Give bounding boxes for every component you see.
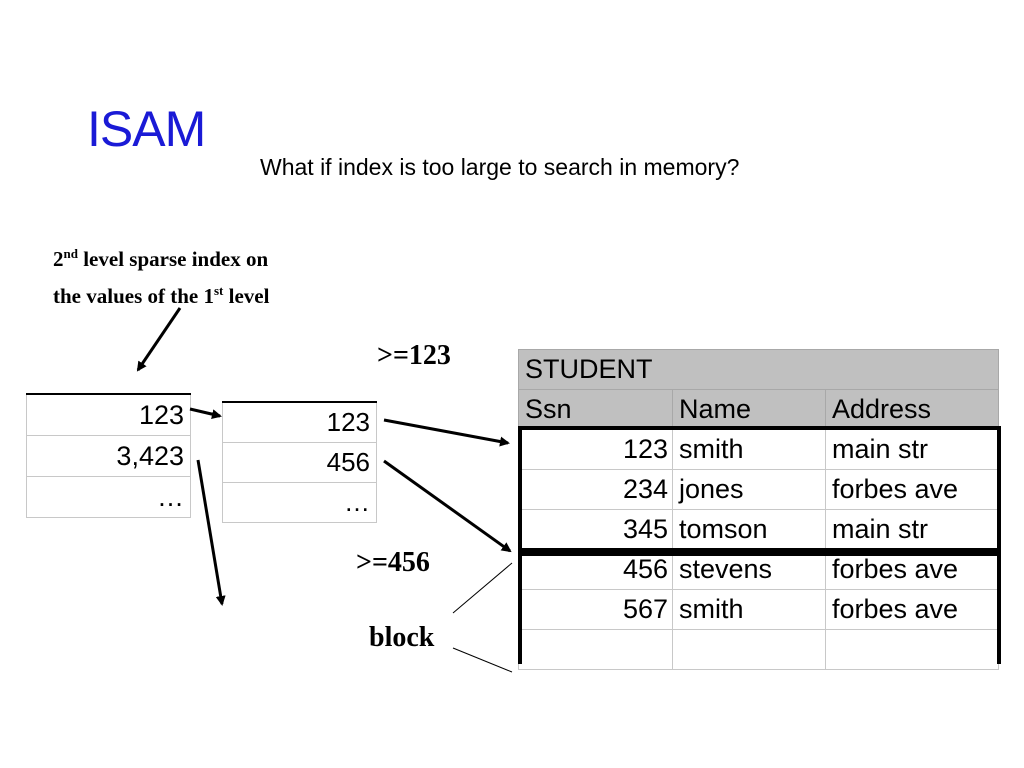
block-pointer-lower	[452, 647, 513, 673]
cell-name: tomson	[672, 509, 826, 550]
table-title-row: STUDENT	[518, 349, 999, 390]
arrow-123-to-block1	[383, 418, 510, 447]
slide-subtitle: What if index is too large to search in …	[260, 154, 740, 180]
second-level-index: 123 3,423 …	[26, 393, 191, 518]
note-line-2: the values of the 1st level	[53, 283, 270, 308]
label-ge-456: >=456	[356, 547, 430, 578]
cell-address: main str	[825, 429, 999, 470]
table-row: 123 smith main str	[518, 429, 999, 470]
table-row: 345 tomson main str	[518, 509, 999, 550]
arrow-123-to-index1	[189, 407, 222, 420]
index-row: …	[222, 482, 377, 523]
index-key: 3,423	[26, 435, 191, 477]
table-row: 567 smith forbes ave	[518, 589, 999, 630]
label-block: block	[369, 622, 435, 653]
slide-title: ISAM	[87, 101, 206, 157]
cell-name	[672, 629, 826, 670]
arrow-3423-down	[196, 459, 226, 606]
column-header-ssn: Ssn	[518, 389, 673, 430]
index-row: 123	[26, 393, 191, 436]
cell-ssn: 123	[518, 429, 673, 470]
block-outline-2	[518, 552, 1001, 664]
column-header-address: Address	[825, 389, 999, 430]
block-pointer-upper	[452, 562, 513, 614]
cell-ssn: 567	[518, 589, 673, 630]
index-row: 456	[222, 442, 377, 483]
annotation-note: 2nd level sparse index on the values of …	[53, 238, 269, 312]
column-header-name: Name	[672, 389, 826, 430]
note-line-1: 2nd level sparse index on	[53, 246, 269, 271]
table-row	[518, 629, 999, 670]
first-level-index: 123 456 …	[222, 401, 377, 523]
index-row: 3,423	[26, 435, 191, 477]
table-name: STUDENT	[518, 349, 999, 390]
index-row: 123	[222, 401, 377, 443]
index-ellipsis: …	[222, 482, 377, 523]
index-key: 456	[222, 442, 377, 483]
cell-name: smith	[672, 429, 826, 470]
index-key: 123	[222, 401, 377, 443]
index-row: …	[26, 476, 191, 518]
cell-ssn: 234	[518, 469, 673, 510]
cell-ssn: 345	[518, 509, 673, 550]
cell-name: smith	[672, 589, 826, 630]
arrow-456-to-block2	[383, 459, 512, 553]
note-arrow	[136, 307, 182, 372]
cell-address	[825, 629, 999, 670]
table-header-row: Ssn Name Address	[518, 389, 999, 430]
cell-ssn	[518, 629, 673, 670]
index-key: 123	[26, 393, 191, 436]
label-ge-123: >=123	[377, 340, 451, 371]
index-ellipsis: …	[26, 476, 191, 518]
cell-address: main str	[825, 509, 999, 550]
block-outline-1	[518, 426, 1001, 552]
